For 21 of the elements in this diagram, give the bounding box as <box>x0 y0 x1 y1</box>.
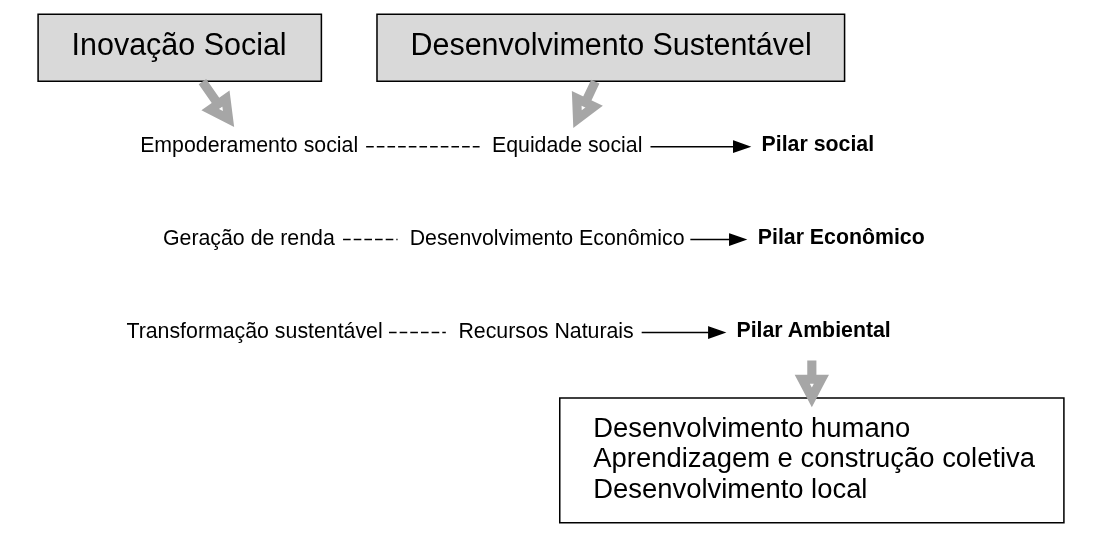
node-text: Pilar social <box>761 131 874 156</box>
node-text: Pilar Ambiental <box>735 317 891 342</box>
arrow <box>571 79 603 128</box>
node-text: Desenvolvimento Econômico <box>409 226 685 251</box>
node-text: Empoderamento social <box>139 133 358 158</box>
arrow <box>198 79 234 128</box>
node-text: Equidade social <box>491 133 642 158</box>
arrow <box>640 326 726 339</box>
node-box: Desenvolvimento humano Aprendizagem e construção coletiva Desenvolvimento local <box>558 397 1065 524</box>
node-box: Desenvolvimento Sustentável <box>375 13 845 82</box>
node-text: Geração de renda <box>162 226 335 251</box>
connector <box>364 145 480 148</box>
node-box: Inovação Social <box>36 13 322 82</box>
node-text: Transformação sustentável <box>125 319 383 344</box>
arrow <box>794 360 829 408</box>
arrow <box>649 140 751 154</box>
arrow <box>689 233 747 246</box>
connector <box>387 331 447 334</box>
node-text: Pilar Econômico <box>757 224 925 249</box>
connector <box>341 238 398 241</box>
node-text: Recursos Naturais <box>457 319 634 344</box>
